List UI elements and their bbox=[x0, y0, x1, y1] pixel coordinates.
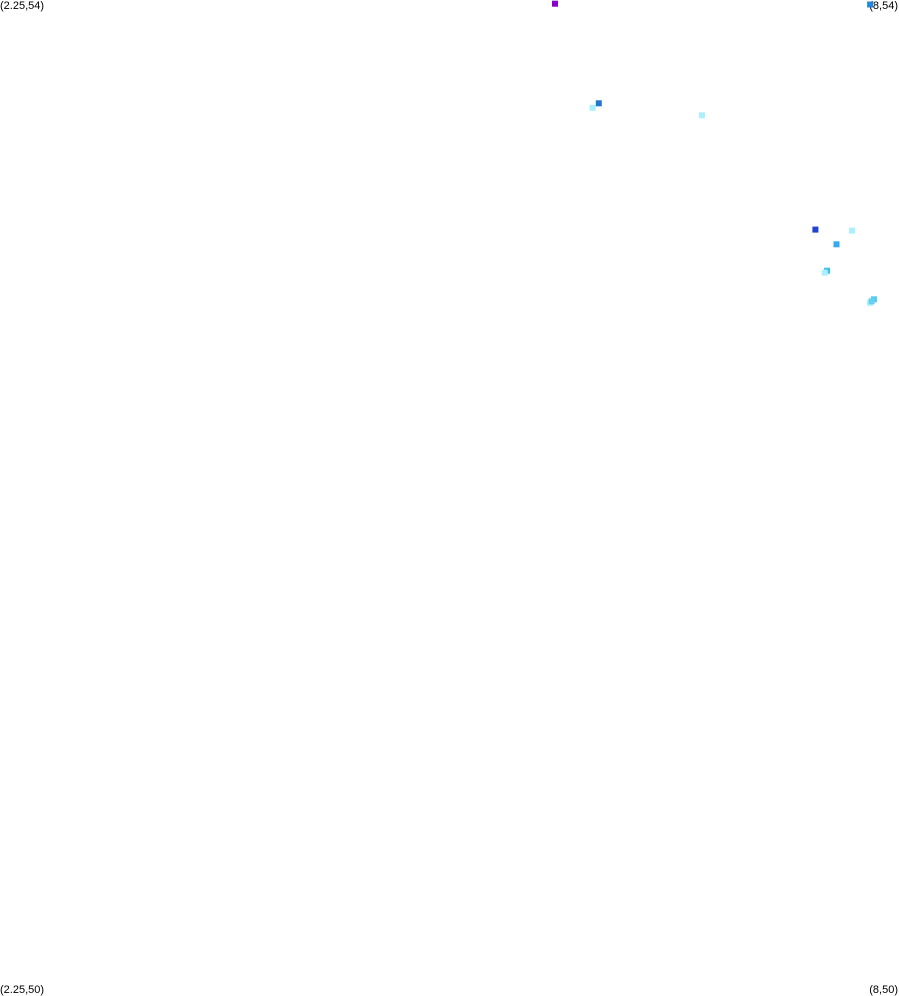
map-point-2 bbox=[595, 100, 602, 107]
map-point-0 bbox=[552, 0, 558, 7]
map-point-7 bbox=[833, 241, 840, 248]
corner-label-bottom-right: (8,50) bbox=[869, 984, 898, 996]
map-point-4 bbox=[699, 112, 705, 119]
map-point-5 bbox=[812, 226, 819, 233]
map-point-6 bbox=[849, 227, 856, 234]
corner-label-bottom-left: (2.25,50) bbox=[0, 984, 45, 996]
map-point-1 bbox=[867, 1, 874, 8]
map-point-9 bbox=[821, 269, 828, 276]
map-point-3 bbox=[589, 104, 596, 111]
map-point-12 bbox=[868, 298, 875, 305]
corner-label-top-right: (8,54) bbox=[869, 0, 898, 12]
corner-label-top-left: (2.25,54) bbox=[0, 0, 45, 12]
